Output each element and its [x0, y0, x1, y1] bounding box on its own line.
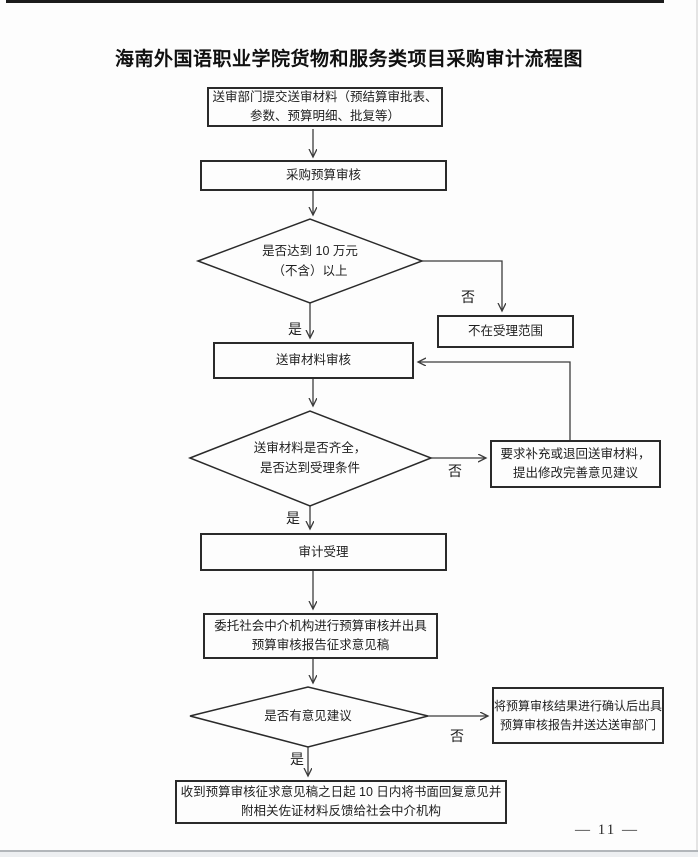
process-not-accepted-label: 不在受理范围: [467, 324, 543, 338]
process-written-reply-line2: 附相关佐证材料反馈给社会中介机构: [240, 804, 441, 818]
process-delegate-agency: 委托社会中介机构进行预算审核并出具 预算审核报告征求意见稿: [203, 613, 438, 659]
process-supplement-return-line2: 提出修改完善意见建议: [512, 466, 638, 480]
scan-artifact-right-edge: [696, 0, 698, 857]
scan-artifact-top-edge: [6, 0, 664, 3]
decision-opinion-shape: [189, 686, 429, 748]
process-confirm-report-line1: 将预算审核结果进行确认后出具: [494, 698, 663, 713]
connector-amount-no: [422, 260, 502, 311]
branch-label-yes-1: 是: [288, 321, 302, 337]
process-material-review: 送审材料审核: [213, 342, 414, 379]
decision-opinion-text: 是否有意见建议: [228, 706, 388, 726]
process-confirm-report: 将预算审核结果进行确认后出具 预算审核报告并送达送审部门: [492, 687, 664, 744]
scan-artifact-bottom-edge: [0, 850, 698, 857]
process-delegate-agency-line1: 委托社会中介机构进行预算审核并出具: [214, 619, 427, 633]
decision-amount-text: 是否达到 10 万元 （不含）以上: [220, 238, 400, 284]
decision-opinion-label: 是否有意见建议: [264, 709, 352, 723]
process-confirm-report-line2: 预算审核报告并送达送审部门: [499, 717, 656, 732]
branch-label-no-1: 否: [461, 289, 475, 305]
process-submit-materials-line2: 参数、预算明细、批复等）: [249, 109, 400, 123]
decision-amount-line2: （不含）以上: [272, 264, 348, 278]
branch-label-yes-3: 是: [290, 751, 304, 767]
process-delegate-agency-line2: 预算审核报告征求意见稿: [251, 638, 390, 652]
process-material-review-label: 送审材料审核: [275, 353, 351, 367]
process-not-accepted: 不在受理范围: [437, 315, 574, 348]
page-number: — 11 —: [575, 822, 639, 838]
decision-amount-shape: [195, 218, 425, 304]
process-written-reply: 收到预算审核征求意见稿之日起 10 日内将书面回复意见并 附相关佐证材料反馈给社…: [175, 780, 507, 824]
process-audit-accept: 审计受理: [200, 533, 447, 571]
process-budget-review-label: 采购预算审核: [285, 168, 361, 182]
branch-label-no-2: 否: [448, 463, 462, 479]
branch-label-no-3: 否: [450, 728, 464, 744]
process-submit-materials: 送审部门提交送审材料（预结算审批表、 参数、预算明细、批复等）: [207, 87, 443, 127]
process-supplement-return: 要求补充或退回送审材料， 提出修改完善意见建议: [490, 440, 661, 488]
decision-complete-line2: 是否达到受理条件: [259, 461, 360, 475]
process-audit-accept-label: 审计受理: [298, 544, 349, 559]
process-submit-materials-line1: 送审部门提交送审材料（预结算审批表、: [212, 90, 438, 104]
decision-complete-text: 送审材料是否齐全， 是否达到受理条件: [220, 436, 400, 480]
decision-amount-line1: 是否达到 10 万元: [262, 244, 358, 258]
decision-complete-shape: [187, 410, 434, 507]
decision-complete-line1: 送审材料是否齐全，: [253, 441, 367, 455]
process-budget-review: 采购预算审核: [200, 160, 447, 191]
process-supplement-return-line1: 要求补充或退回送审材料，: [500, 447, 651, 461]
branch-label-yes-2: 是: [286, 510, 300, 526]
page-title: 海南外国语职业学院货物和服务类项目采购审计流程图: [114, 49, 583, 70]
connector-supplement-feedback: [418, 362, 571, 440]
process-written-reply-line1: 收到预算审核征求意见稿之日起 10 日内将书面回复意见并: [180, 785, 502, 799]
